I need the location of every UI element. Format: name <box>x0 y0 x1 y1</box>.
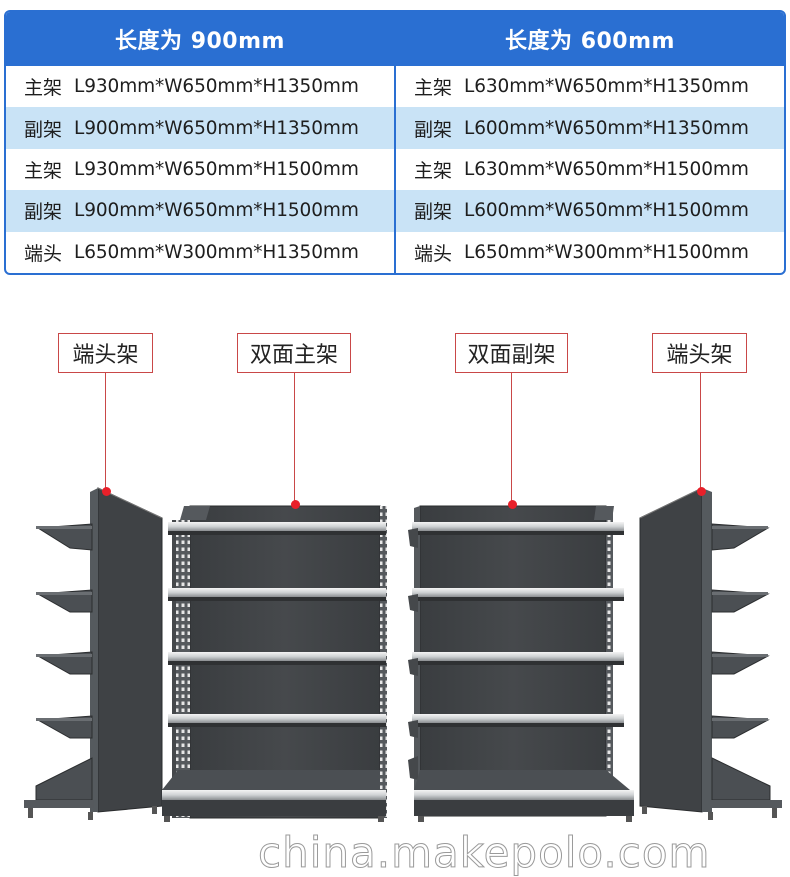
spec-row: 主架 L930mm*W650mm*H1500mm <box>6 149 394 190</box>
spec-row: 主架 L630mm*W650mm*H1500mm <box>396 149 784 190</box>
spec-row-label: 主架 <box>24 77 63 100</box>
spec-row-label: 副架 <box>24 118 63 141</box>
spec-header-600: 长度为 600mm <box>396 12 784 66</box>
spec-row-label: 副架 <box>414 201 453 224</box>
spec-row-value: L600mm*W650mm*H1500mm <box>464 200 749 222</box>
spec-column-900: 长度为 900mm 主架 L930mm*W650mm*H1350mm 副架 L9… <box>6 12 394 273</box>
spec-row-label: 副架 <box>24 201 63 224</box>
spec-row-value: L930mm*W650mm*H1500mm <box>74 159 359 181</box>
spec-row-value: L630mm*W650mm*H1500mm <box>464 159 749 181</box>
spec-row-label: 端头 <box>414 242 453 265</box>
end-cap-shelf-right <box>639 487 782 820</box>
spec-row: 主架 L930mm*W650mm*H1350mm <box>6 66 394 107</box>
marker-dot <box>291 500 300 509</box>
callout-end-cap-left: 端头架 <box>58 333 153 373</box>
spec-row-label: 副架 <box>414 118 453 141</box>
spec-column-600: 长度为 600mm 主架 L630mm*W650mm*H1350mm 副架 L6… <box>394 12 784 273</box>
marker-dot <box>697 487 706 496</box>
marker-dot <box>102 487 111 496</box>
callout-auxiliary-shelf: 双面副架 <box>455 333 568 373</box>
leader-line <box>700 373 701 491</box>
leader-line <box>294 373 295 503</box>
spec-row-value: L900mm*W650mm*H1350mm <box>74 117 359 139</box>
spec-table: 长度为 900mm 主架 L930mm*W650mm*H1350mm 副架 L9… <box>4 10 786 275</box>
spec-row-value: L650mm*W300mm*H1500mm <box>464 241 749 263</box>
spec-row: 副架 L900mm*W650mm*H1500mm <box>6 190 394 232</box>
spec-row: 副架 L600mm*W650mm*H1500mm <box>396 190 784 232</box>
spec-row-label: 端头 <box>24 242 63 265</box>
watermark: china.makepolo.com <box>257 828 711 877</box>
spec-row-value: L900mm*W650mm*H1500mm <box>74 200 359 222</box>
spec-row-label: 主架 <box>414 160 453 183</box>
spec-row-value: L930mm*W650mm*H1350mm <box>74 76 359 98</box>
spec-row-value: L650mm*W300mm*H1350mm <box>74 241 359 263</box>
spec-row: 端头 L650mm*W300mm*H1500mm <box>396 232 784 273</box>
callout-end-cap-right: 端头架 <box>652 333 747 373</box>
marker-dot <box>508 500 517 509</box>
spec-row-label: 主架 <box>414 77 453 100</box>
spec-row: 主架 L630mm*W650mm*H1350mm <box>396 66 784 107</box>
spec-row: 副架 L900mm*W650mm*H1350mm <box>6 107 394 149</box>
spec-row: 副架 L600mm*W650mm*H1350mm <box>396 107 784 149</box>
double-sided-main-shelf <box>162 505 387 822</box>
spec-row-value: L630mm*W650mm*H1350mm <box>464 76 749 98</box>
leader-line <box>105 373 106 491</box>
spec-header-900: 长度为 900mm <box>6 12 394 66</box>
spec-row-label: 主架 <box>24 160 63 183</box>
leader-line <box>511 373 512 503</box>
spec-row-value: L600mm*W650mm*H1350mm <box>464 117 749 139</box>
end-cap-shelf-left <box>24 487 163 820</box>
double-sided-auxiliary-shelf <box>408 505 634 822</box>
callout-main-shelf: 双面主架 <box>237 333 351 373</box>
spec-row: 端头 L650mm*W300mm*H1350mm <box>6 232 394 273</box>
